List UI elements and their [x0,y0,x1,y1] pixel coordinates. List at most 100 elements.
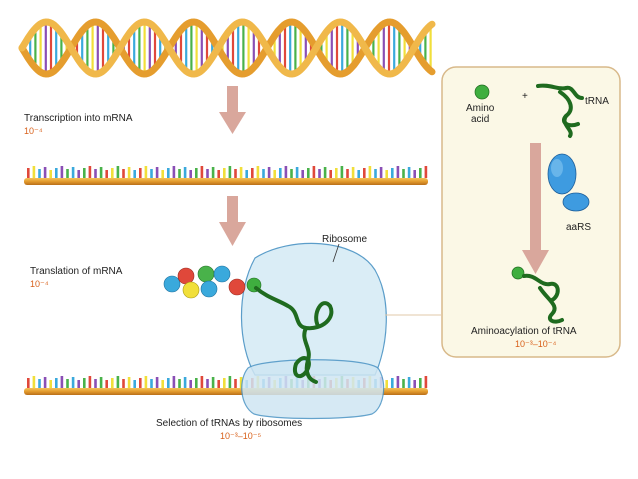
nucleotide [340,166,344,178]
nucleotide [133,170,136,178]
nucleotide [77,170,80,178]
amino-acid-label: Amino acid [466,103,495,125]
arrow-transcription [219,86,246,134]
nucleotide [105,170,108,178]
nucleotide [161,170,164,178]
nucleotide [195,168,198,178]
mrna-backbone [24,178,428,185]
selection-label: Selection of tRNAs by ribosomes [156,418,303,429]
nucleotide [111,168,114,178]
nucleotide [407,377,411,388]
nucleotide [413,380,416,388]
nucleotide [335,168,338,178]
nucleotide [290,169,293,178]
translation-label: Translation of mRNA [30,266,123,277]
nucleotide [323,167,327,178]
nucleotide [144,166,148,178]
dna-helix [18,18,436,78]
nucleotide [43,167,47,178]
nucleotide [402,169,405,178]
nucleotide [60,166,64,178]
nucleotide [116,166,120,178]
nucleotide [206,169,209,178]
polypeptide-chain [163,265,262,299]
nucleotide [413,170,416,178]
nucleotide [295,167,299,178]
nucleotide [273,170,276,178]
nucleotide [55,168,58,178]
nucleotide [94,169,97,178]
trna-in-ribosome [254,286,334,384]
nucleotide [424,376,428,388]
nucleotide [396,376,400,388]
nucleotide [318,169,321,178]
nucleotide [77,380,80,388]
nucleotide [99,377,103,388]
nucleotide [211,167,215,178]
nucleotide [111,378,114,388]
nucleotide [38,169,41,178]
nucleotide [402,379,405,388]
nucleotide [396,166,400,178]
nucleotide [251,168,254,178]
nucleotide [262,169,265,178]
nucleotide [105,380,108,388]
nucleotide [66,379,69,388]
nucleotide [307,168,310,178]
nucleotide [183,167,187,178]
nucleotide [200,376,204,388]
charged-trna-icon [511,266,564,324]
nucleotide [32,376,36,388]
aars-enzyme-icon [547,153,590,212]
arrow-aminoacylation [522,143,549,274]
nucleotide [239,167,243,178]
nucleotide [49,170,52,178]
trna-label: tRNA [585,96,609,107]
nucleotide [178,379,181,388]
nucleotide [385,380,388,388]
nucleotide [391,168,394,178]
nucleotide [133,380,136,388]
nucleotide [267,167,271,178]
nucleotide [88,166,92,178]
nucleotide [127,167,131,178]
nucleotide [245,170,248,178]
nucleotide [195,378,198,388]
mrna-strand-top [24,166,428,185]
nucleotide [172,166,176,178]
nucleotide [60,376,64,388]
nucleotide [83,378,86,388]
nucleotide [379,167,383,178]
nucleotide [312,166,316,178]
plus-sign: + [522,91,528,102]
nucleotide [144,376,148,388]
nucleotide [346,169,349,178]
aminoacylation-rate: 10⁻³–10⁻⁴ [515,339,557,349]
nucleotide [99,167,103,178]
nucleotide [167,168,170,178]
nucleotide [419,378,422,388]
nucleotide [66,169,69,178]
nucleotide [32,166,36,178]
nucleotide [228,376,232,388]
nucleotide [228,166,232,178]
nucleotide [43,377,47,388]
selection-rate: 10⁻³–10⁻⁵ [220,431,262,441]
nucleotide [94,379,97,388]
nucleotide [172,376,176,388]
nucleotide [407,167,411,178]
nucleotide [127,377,131,388]
nucleotide [424,166,428,178]
nucleotide [189,380,192,388]
nucleotide [122,379,125,388]
nucleotide [189,170,192,178]
nucleotide [211,377,215,388]
nucleotide [38,379,41,388]
nucleotide [217,170,220,178]
nucleotide [256,166,260,178]
nucleotide [385,170,388,178]
amino-acid-icon [474,84,490,100]
nucleotide [284,166,288,178]
nucleotide [374,169,377,178]
